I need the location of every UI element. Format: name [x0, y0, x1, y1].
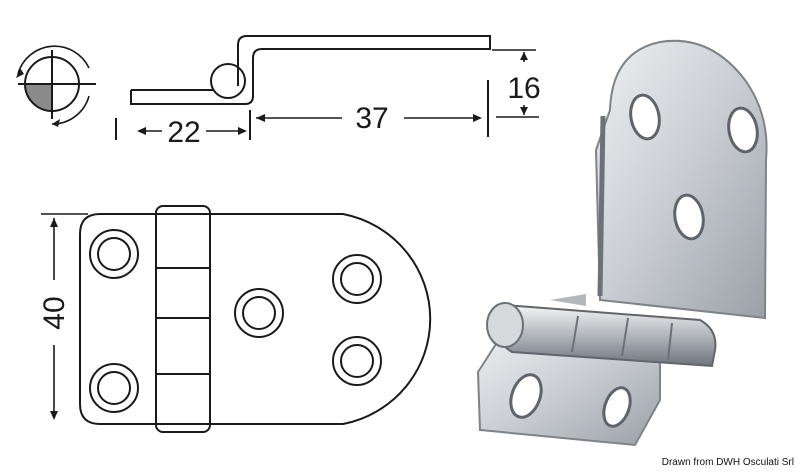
hinge-product-photo	[476, 39, 768, 447]
dimension-label-16: 16	[507, 72, 540, 105]
rotation-symbol-icon	[16, 45, 96, 127]
dimension-22: 22	[115, 110, 251, 149]
dimension-37: 37	[256, 80, 489, 137]
dimension-label-37: 37	[355, 102, 388, 135]
top-view-drawing	[79, 205, 432, 433]
mounting-hole	[89, 363, 139, 413]
credit-text: Drawn from DWH Osculati Srl	[661, 457, 794, 468]
mounting-hole	[234, 288, 284, 338]
dimension-label-40: 40	[38, 296, 71, 329]
dimension-16: 16	[492, 49, 541, 118]
mounting-hole	[332, 254, 382, 304]
dimension-label-22: 22	[167, 116, 200, 149]
dimension-40: 40	[38, 213, 88, 420]
mounting-hole	[332, 336, 382, 386]
mounting-hole	[89, 229, 139, 279]
side-profile-drawing	[130, 35, 491, 105]
